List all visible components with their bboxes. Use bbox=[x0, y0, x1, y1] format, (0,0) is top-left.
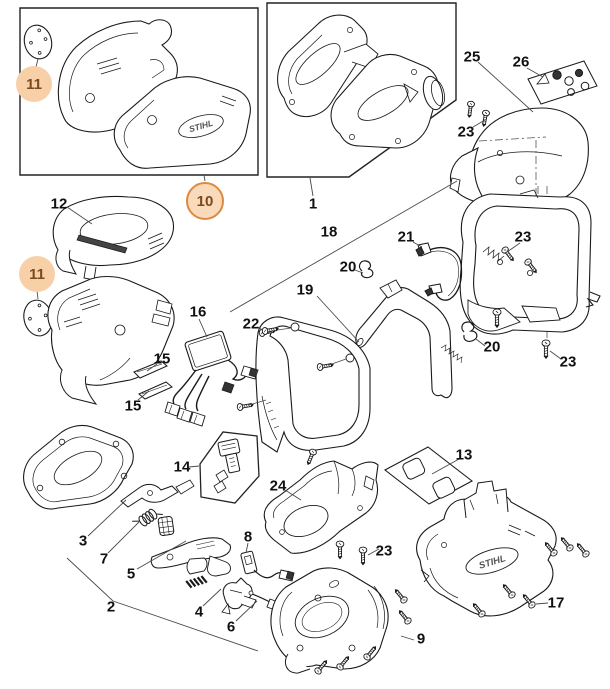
screw-icon bbox=[479, 109, 491, 128]
callout-14[interactable]: 14 bbox=[173, 458, 191, 476]
part-information-label-26 bbox=[528, 61, 597, 104]
part-spring-7 bbox=[132, 505, 163, 531]
callout-2[interactable]: 2 bbox=[106, 598, 116, 616]
callout-11[interactable]: 11 bbox=[16, 66, 52, 102]
screw-icon bbox=[304, 447, 318, 467]
part-pad-set-13 bbox=[385, 447, 472, 504]
callout-12[interactable]: 12 bbox=[50, 195, 68, 213]
part-switch-housing-half bbox=[24, 425, 134, 509]
callout-23[interactable]: 23 bbox=[514, 228, 532, 246]
leader-lines bbox=[36, 59, 561, 651]
part-loop-handle-18 bbox=[256, 317, 370, 452]
screw-icon bbox=[396, 608, 413, 626]
callout-26[interactable]: 26 bbox=[512, 53, 530, 71]
screw-icon bbox=[541, 339, 551, 359]
screw-icon bbox=[558, 535, 575, 553]
callout-15[interactable]: 15 bbox=[153, 350, 171, 368]
part-trigger-handle-5 bbox=[151, 538, 230, 576]
callout-23[interactable]: 23 bbox=[375, 542, 393, 560]
callout-4[interactable]: 4 bbox=[194, 603, 204, 621]
callout-11[interactable]: 11 bbox=[19, 256, 55, 292]
part-barrel-nut bbox=[158, 516, 174, 536]
callout-24[interactable]: 24 bbox=[269, 477, 287, 495]
callout-10[interactable]: 10 bbox=[186, 182, 224, 220]
part-bottom-cover-24 bbox=[264, 461, 378, 553]
part-gasket-disc-11-top bbox=[21, 22, 55, 62]
part-handlebar-tube-19 bbox=[356, 280, 462, 398]
callout-8[interactable]: 8 bbox=[243, 528, 253, 546]
screw-icon bbox=[392, 587, 409, 605]
callout-5[interactable]: 5 bbox=[126, 565, 136, 583]
callout-16[interactable]: 16 bbox=[189, 303, 207, 321]
callout-17[interactable]: 17 bbox=[547, 594, 565, 612]
callout-18[interactable]: 18 bbox=[320, 223, 338, 241]
part-housing-shell-right: STIHL bbox=[417, 481, 557, 616]
part-strip-15-upper bbox=[134, 361, 167, 378]
box-part-1 bbox=[267, 3, 456, 177]
screw-icon bbox=[335, 540, 345, 560]
callout-6[interactable]: 6 bbox=[226, 618, 236, 636]
screw-icon bbox=[358, 546, 368, 566]
screw-icon bbox=[574, 541, 591, 559]
part-strip-15-lower bbox=[139, 382, 172, 399]
callout-20[interactable]: 20 bbox=[483, 338, 501, 356]
callout-9[interactable]: 9 bbox=[416, 630, 426, 648]
callout-7[interactable]: 7 bbox=[99, 550, 109, 568]
part-housing-assembly-10: STIHL bbox=[58, 20, 250, 169]
screw-icon bbox=[465, 100, 476, 119]
part-spring-4 bbox=[186, 575, 207, 588]
part-trigger-4 bbox=[222, 578, 256, 614]
part-control-module-16 bbox=[165, 331, 258, 426]
part-wire-harness-21 bbox=[416, 243, 462, 300]
part-lever-3 bbox=[121, 480, 194, 507]
callout-15[interactable]: 15 bbox=[124, 397, 142, 415]
callout-23[interactable]: 23 bbox=[559, 353, 577, 371]
screw-icon bbox=[236, 400, 255, 412]
callout-25[interactable]: 25 bbox=[463, 48, 481, 66]
part-cover-12 bbox=[53, 197, 173, 281]
callout-1[interactable]: 1 bbox=[308, 195, 318, 213]
callout-23[interactable]: 23 bbox=[457, 123, 475, 141]
callout-19[interactable]: 19 bbox=[296, 281, 314, 299]
part-clip-20-middle bbox=[359, 261, 372, 278]
part-switch-8 bbox=[241, 551, 294, 581]
callout-21[interactable]: 21 bbox=[397, 228, 415, 246]
box-part-14 bbox=[200, 432, 259, 503]
part-motor-housing bbox=[271, 568, 388, 673]
callout-3[interactable]: 3 bbox=[78, 532, 88, 550]
part-top-cover-25 bbox=[450, 108, 588, 210]
callout-20[interactable]: 20 bbox=[339, 258, 357, 276]
part-clip-20-right bbox=[462, 292, 600, 341]
callout-13[interactable]: 13 bbox=[455, 446, 473, 464]
part-housing-half-left bbox=[48, 277, 174, 405]
callout-22[interactable]: 22 bbox=[242, 315, 260, 333]
